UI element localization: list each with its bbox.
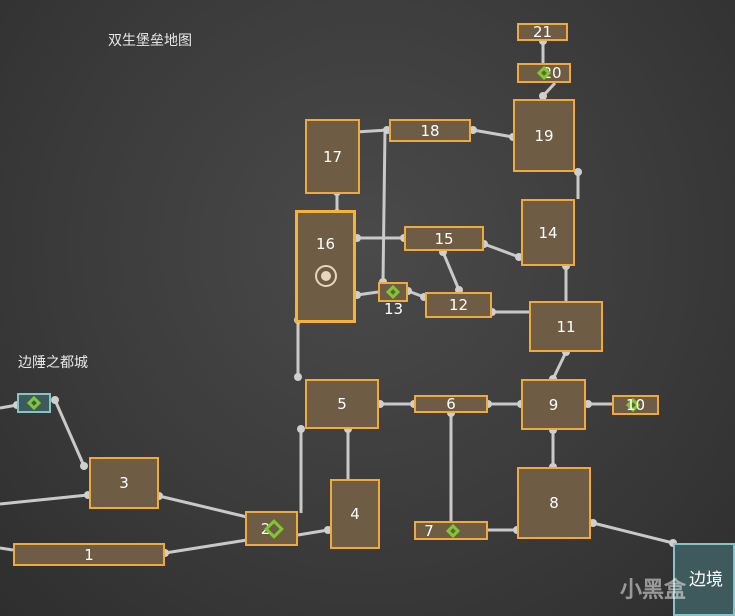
room-label: 10 <box>625 396 646 414</box>
room-20[interactable]: 20 <box>517 63 571 83</box>
room-8[interactable]: 8 <box>517 467 591 539</box>
player-location-icon <box>314 265 337 287</box>
room-7[interactable]: 7 <box>414 521 488 540</box>
room-1[interactable]: 1 <box>13 543 165 566</box>
room-13-label: 13 <box>384 300 404 318</box>
room-2[interactable]: 2 <box>245 511 298 546</box>
room-16-current[interactable]: 16 <box>295 210 356 323</box>
region-label: 边陲之都城 <box>18 355 88 371</box>
room-10[interactable]: 10 <box>612 395 659 415</box>
room-4[interactable]: 4 <box>330 479 380 549</box>
teleport-icon <box>445 523 461 539</box>
watermark: 小黑盒 <box>620 578 687 603</box>
room-label: 2 <box>260 519 271 538</box>
room-label: 20 <box>542 64 562 82</box>
teleport-icon <box>26 395 42 411</box>
room-label: 7 <box>424 521 434 540</box>
room-3[interactable]: 3 <box>89 457 159 509</box>
gate-frontier-capital[interactable] <box>17 393 51 413</box>
room-9[interactable]: 9 <box>521 379 586 430</box>
room-18[interactable]: 18 <box>389 119 471 142</box>
room-11[interactable]: 11 <box>529 301 603 352</box>
room-13[interactable] <box>378 282 408 302</box>
room-5[interactable]: 5 <box>305 379 379 429</box>
room-14[interactable]: 14 <box>521 199 575 266</box>
map-title: 双生堡垒地图 <box>108 33 192 49</box>
room-15[interactable]: 15 <box>404 226 484 251</box>
room-19[interactable]: 19 <box>513 99 575 172</box>
room-6[interactable]: 6 <box>414 395 488 413</box>
room-12[interactable]: 12 <box>425 292 492 318</box>
teleport-icon <box>385 284 401 300</box>
room-label: 16 <box>315 235 336 253</box>
room-17[interactable]: 17 <box>305 119 360 194</box>
room-21[interactable]: 21 <box>517 23 568 41</box>
gate-border[interactable]: 边境 <box>673 543 735 616</box>
